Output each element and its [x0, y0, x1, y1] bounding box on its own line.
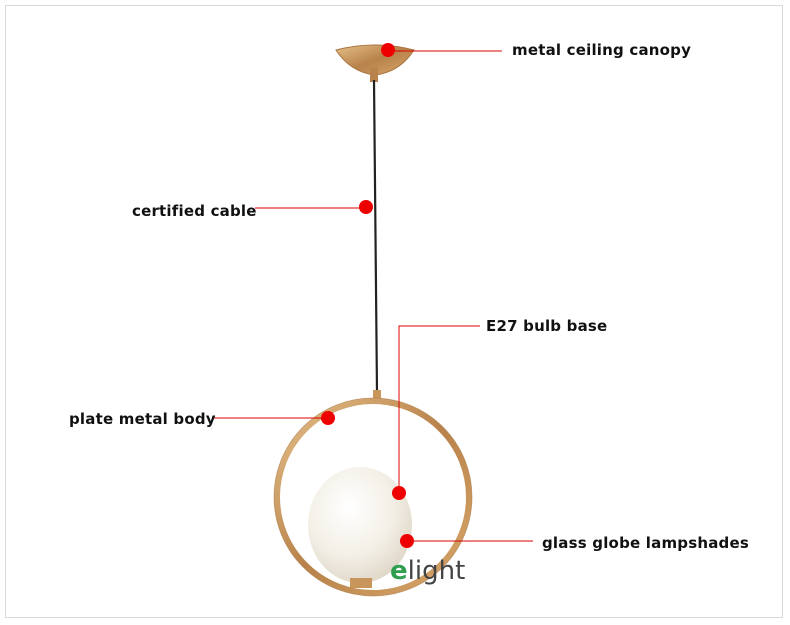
label-bulb-base: E27 bulb base — [486, 317, 608, 335]
label-canopy: metal ceiling canopy — [512, 41, 692, 59]
callout-markers — [321, 43, 414, 548]
marker-cable — [359, 200, 373, 214]
leader-lines — [213, 50, 533, 542]
label-shade: glass globe lampshades — [542, 534, 749, 552]
cable-connector — [373, 390, 381, 404]
label-cable: certified cable — [132, 202, 257, 220]
globe-holder — [350, 578, 372, 588]
label-body: plate metal body — [69, 410, 216, 428]
brand-name: light — [407, 556, 466, 586]
brand-logo: elight — [390, 556, 465, 586]
marker-canopy — [381, 43, 395, 57]
marker-bulb-base — [392, 486, 406, 500]
cable — [372, 79, 379, 393]
image-frame — [5, 5, 783, 618]
glass-globe — [308, 467, 412, 583]
brand-mark: e — [390, 556, 408, 586]
marker-shade — [400, 534, 414, 548]
marker-body — [321, 411, 335, 425]
metal-ring-body — [274, 398, 472, 596]
